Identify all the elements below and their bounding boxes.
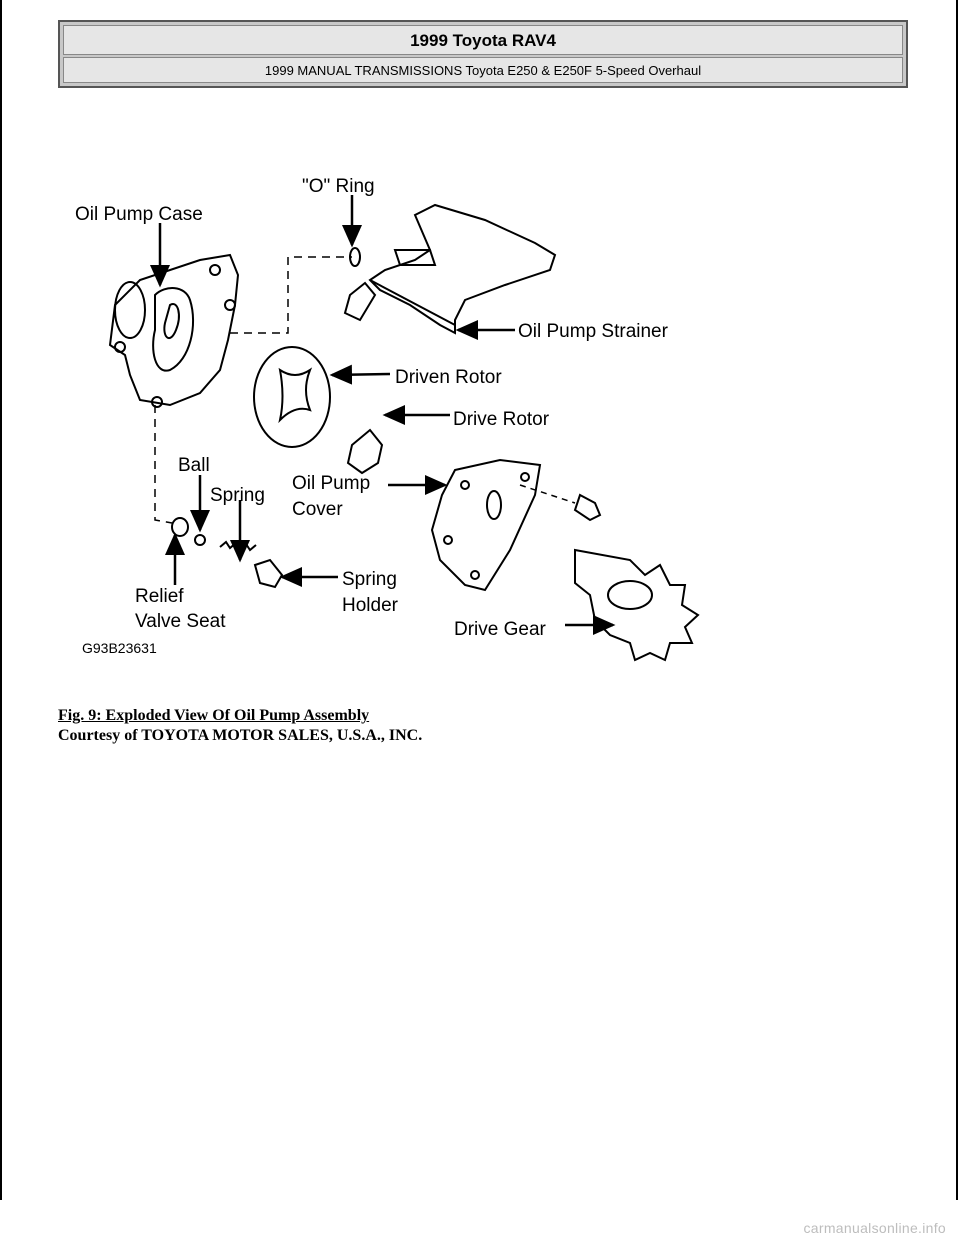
label-ball: Ball (178, 455, 210, 476)
spring-part (219, 540, 257, 552)
oil-pump-case-part (108, 253, 240, 408)
label-relief-valve-line1: Relief (135, 586, 184, 607)
watermark-text: carmanualsonline.info (803, 1220, 946, 1236)
oil-pump-strainer-part (343, 203, 557, 335)
bolt-part (573, 493, 602, 522)
label-drive-gear: Drive Gear (454, 619, 547, 640)
o-ring-part (349, 247, 361, 267)
caption-title: Fig. 9: Exploded View Of Oil Pump Assemb… (58, 707, 370, 724)
label-relief-valve-line2: Valve Seat (135, 611, 226, 632)
drive-gear-part (574, 548, 700, 662)
label-oil-pump-cover-line2: Cover (292, 499, 343, 520)
relief-valve-seat-part (171, 517, 189, 537)
page-footer: carmanualsonline.info (0, 1200, 960, 1242)
ball-part (194, 534, 206, 546)
label-spring-holder-line2: Holder (342, 595, 399, 616)
label-drive-rotor: Drive Rotor (453, 409, 550, 430)
label-driven-rotor: Driven Rotor (395, 367, 502, 388)
spring-holder-part (253, 558, 284, 589)
driven-rotor-part (253, 346, 331, 448)
document-header: 1999 Toyota RAV4 1999 MANUAL TRANSMISSIO… (58, 20, 908, 88)
page-frame (0, 0, 958, 1200)
document-subtitle: 1999 MANUAL TRANSMISSIONS Toyota E250 & … (63, 57, 903, 83)
figure-code: G93B23631 (82, 640, 157, 656)
document-title: 1999 Toyota RAV4 (63, 25, 903, 55)
caption-credit: Courtesy of TOYOTA MOTOR SALES, U.S.A., … (58, 727, 423, 744)
label-oil-pump-case: Oil Pump Case (75, 204, 203, 225)
figure-caption: Fig. 9: Exploded View Of Oil Pump Assemb… (58, 706, 858, 746)
diagram-svg: Oil Pump Case "O" Ring Oil Pump Strainer… (75, 176, 700, 662)
label-o-ring: "O" Ring (302, 176, 375, 197)
label-oil-pump-cover-line1: Oil Pump (292, 473, 370, 494)
label-oil-pump-strainer: Oil Pump Strainer (518, 321, 669, 342)
oil-pump-exploded-diagram: Oil Pump Case "O" Ring Oil Pump Strainer… (70, 165, 720, 665)
oil-pump-cover-part (430, 458, 542, 592)
drive-rotor-part (346, 428, 384, 475)
label-spring-holder-line1: Spring (342, 569, 397, 590)
label-spring: Spring (210, 485, 265, 506)
